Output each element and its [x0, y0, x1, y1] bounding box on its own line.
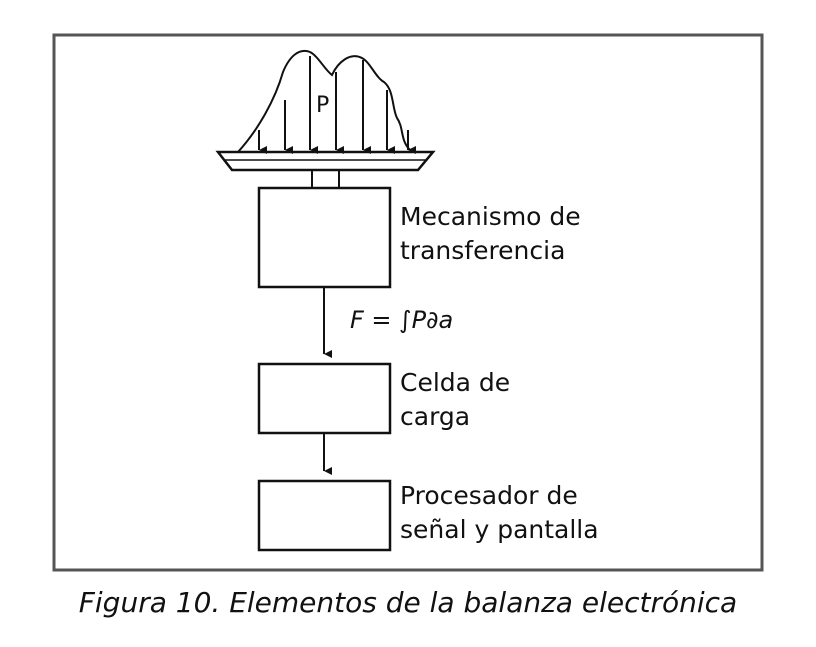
load-cell-label: Celda de carga — [400, 366, 510, 434]
processor-display-block — [257, 479, 392, 552]
force-formula: F = ∫P∂a — [350, 306, 454, 334]
processor-display-label-line-1: Procesador de — [400, 481, 578, 510]
weighing-platform — [215, 150, 436, 172]
load-cell-block — [257, 362, 392, 435]
diagram-frame — [52, 33, 764, 572]
transfer-mechanism-label-line-2: transferencia — [400, 236, 566, 265]
load-distribution-shape — [237, 50, 411, 153]
load-arrows — [258, 56, 416, 154]
load-label: P — [316, 93, 329, 118]
transfer-mechanism-label-line-1: Mecanismo de — [400, 202, 581, 231]
platform-stem — [311, 169, 340, 189]
load-cell-label-line-2: carga — [400, 402, 471, 431]
load-cell-label-line-1: Celda de — [400, 368, 511, 397]
transfer-mechanism-label: Mecanismo de transferencia — [400, 200, 581, 268]
processor-display-label: Procesador de señal y pantalla — [400, 479, 599, 547]
processor-display-label-line-2: señal y pantalla — [400, 515, 599, 544]
transfer-mechanism-block — [257, 186, 392, 289]
figure-caption: Figura 10. Elementos de la balanza elect… — [78, 586, 738, 619]
